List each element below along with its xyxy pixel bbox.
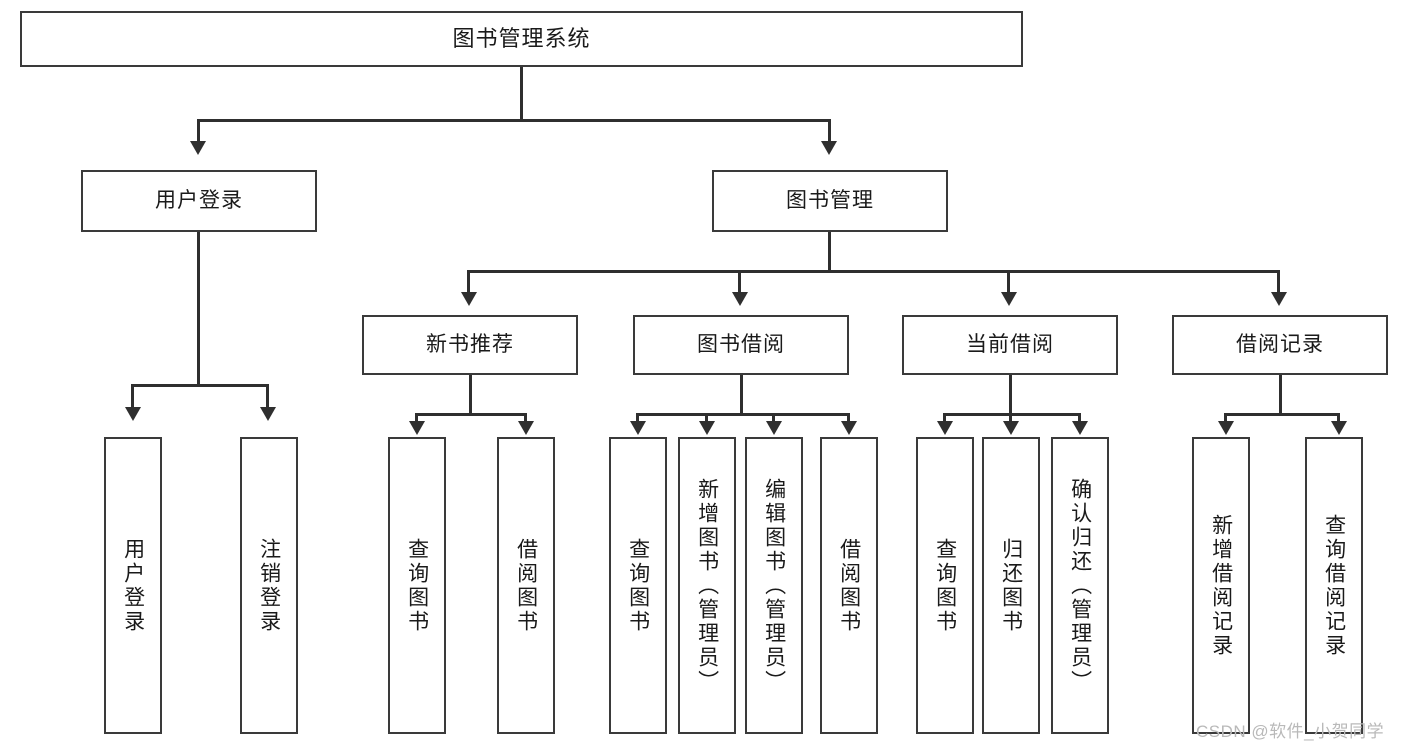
arrow-book-manage-child-1: [461, 292, 477, 306]
leaf-label: 查询图书: [405, 537, 429, 634]
arrow-new-book-leaf-1: [409, 421, 425, 435]
connector-root-to-book-manage: [828, 119, 831, 143]
connector-borrow-record-bar: [1224, 413, 1340, 416]
leaf-add-borrow-record[interactable]: 新增借阅记录: [1192, 437, 1250, 734]
connector-new-book-bar: [415, 413, 527, 416]
connector-new-book-drop-1: [415, 413, 418, 425]
node-label: 图书管理: [786, 188, 874, 212]
leaf-label: 查询图书: [933, 537, 957, 634]
leaf-borrow-book-recommend[interactable]: 借阅图书: [497, 437, 555, 734]
arrow-book-manage-child-3: [1001, 292, 1017, 306]
connector-book-borrow-drop-3: [772, 413, 775, 425]
leaf-return-book[interactable]: 归还图书: [982, 437, 1040, 734]
connector-user-login-drop-2: [266, 384, 269, 409]
connector-root-to-user-login: [197, 119, 200, 143]
connector-new-book-stem: [469, 375, 472, 415]
node-label: 图书借阅: [697, 332, 785, 356]
arrow-current-borrow-leaf-2: [1003, 421, 1019, 435]
connector-user-login-stem: [197, 232, 200, 384]
arrow-book-manage-child-4: [1271, 292, 1287, 306]
leaf-label: 编辑图书（管理员）: [762, 477, 786, 694]
connector-book-manage-bar: [467, 270, 1280, 273]
connector-user-login-drop-1: [131, 384, 134, 409]
leaf-label: 用户登录: [121, 537, 145, 634]
connector-user-login-bar: [131, 384, 269, 387]
leaf-edit-book-admin[interactable]: 编辑图书（管理员）: [745, 437, 803, 734]
connector-root-bar: [197, 119, 831, 122]
connector-current-borrow-drop-3: [1078, 413, 1081, 425]
connector-book-manage-drop-1: [467, 270, 470, 294]
arrow-borrow-record-leaf-2: [1331, 421, 1347, 435]
arrow-book-borrow-leaf-1: [630, 421, 646, 435]
arrow-current-borrow-leaf-3: [1072, 421, 1088, 435]
connector-current-borrow-stem: [1009, 375, 1012, 415]
node-current-borrow[interactable]: 当前借阅: [902, 315, 1118, 375]
connector-current-borrow-bar: [943, 413, 1081, 416]
leaf-label: 借阅图书: [837, 537, 861, 634]
connector-book-borrow-drop-4: [847, 413, 850, 425]
leaf-label: 借阅图书: [514, 537, 538, 634]
arrow-root-to-book-manage: [821, 141, 837, 155]
arrow-book-borrow-leaf-2: [699, 421, 715, 435]
leaf-label: 新增借阅记录: [1209, 513, 1233, 658]
leaf-label: 查询图书: [626, 537, 650, 634]
arrow-book-borrow-leaf-4: [841, 421, 857, 435]
leaf-label: 注销登录: [257, 537, 281, 634]
arrow-book-manage-child-2: [732, 292, 748, 306]
connector-book-borrow-drop-2: [705, 413, 708, 425]
arrow-borrow-record-leaf-1: [1218, 421, 1234, 435]
leaf-label: 确认归还（管理员）: [1068, 477, 1092, 694]
connector-book-borrow-bar: [636, 413, 850, 416]
connector-book-manage-stem: [828, 232, 831, 270]
leaf-query-borrow-record[interactable]: 查询借阅记录: [1305, 437, 1363, 734]
node-label: 当前借阅: [966, 332, 1054, 356]
arrow-root-to-user-login: [190, 141, 206, 155]
node-label: 借阅记录: [1236, 332, 1324, 356]
node-label: 新书推荐: [426, 332, 514, 356]
leaf-query-book-recommend[interactable]: 查询图书: [388, 437, 446, 734]
leaf-label: 新增图书（管理员）: [695, 477, 719, 694]
watermark: CSDN @软件_小贺同学: [1196, 722, 1385, 741]
node-label: 用户登录: [155, 188, 243, 212]
connector-book-borrow-drop-1: [636, 413, 639, 425]
arrow-new-book-leaf-2: [518, 421, 534, 435]
arrow-user-login-leaf-1: [125, 407, 141, 421]
connector-new-book-drop-2: [524, 413, 527, 425]
leaf-user-login[interactable]: 用户登录: [104, 437, 162, 734]
leaf-query-book-current[interactable]: 查询图书: [916, 437, 974, 734]
arrow-current-borrow-leaf-1: [937, 421, 953, 435]
connector-book-borrow-stem: [740, 375, 743, 415]
connector-borrow-record-drop-1: [1224, 413, 1227, 425]
node-book-management[interactable]: 图书管理: [712, 170, 948, 232]
connector-book-manage-drop-4: [1277, 270, 1280, 294]
connector-current-borrow-drop-1: [943, 413, 946, 425]
arrow-book-borrow-leaf-3: [766, 421, 782, 435]
node-user-login[interactable]: 用户登录: [81, 170, 317, 232]
node-new-book-recommend[interactable]: 新书推荐: [362, 315, 578, 375]
leaf-label: 归还图书: [999, 537, 1023, 634]
connector-book-manage-drop-3: [1007, 270, 1010, 294]
arrow-user-login-leaf-2: [260, 407, 276, 421]
connector-current-borrow-drop-2: [1009, 413, 1012, 425]
leaf-logout[interactable]: 注销登录: [240, 437, 298, 734]
node-borrow-record[interactable]: 借阅记录: [1172, 315, 1388, 375]
node-root-system[interactable]: 图书管理系统: [20, 11, 1023, 67]
connector-book-manage-drop-2: [738, 270, 741, 294]
leaf-confirm-return-admin[interactable]: 确认归还（管理员）: [1051, 437, 1109, 734]
connector-borrow-record-drop-2: [1337, 413, 1340, 425]
leaf-label: 查询借阅记录: [1322, 513, 1346, 658]
node-book-borrow[interactable]: 图书借阅: [633, 315, 849, 375]
leaf-borrow-book[interactable]: 借阅图书: [820, 437, 878, 734]
node-label: 图书管理系统: [452, 26, 591, 52]
connector-borrow-record-stem: [1279, 375, 1282, 415]
leaf-add-book-admin[interactable]: 新增图书（管理员）: [678, 437, 736, 734]
leaf-query-book-borrow[interactable]: 查询图书: [609, 437, 667, 734]
connector-root-stem: [520, 67, 523, 119]
